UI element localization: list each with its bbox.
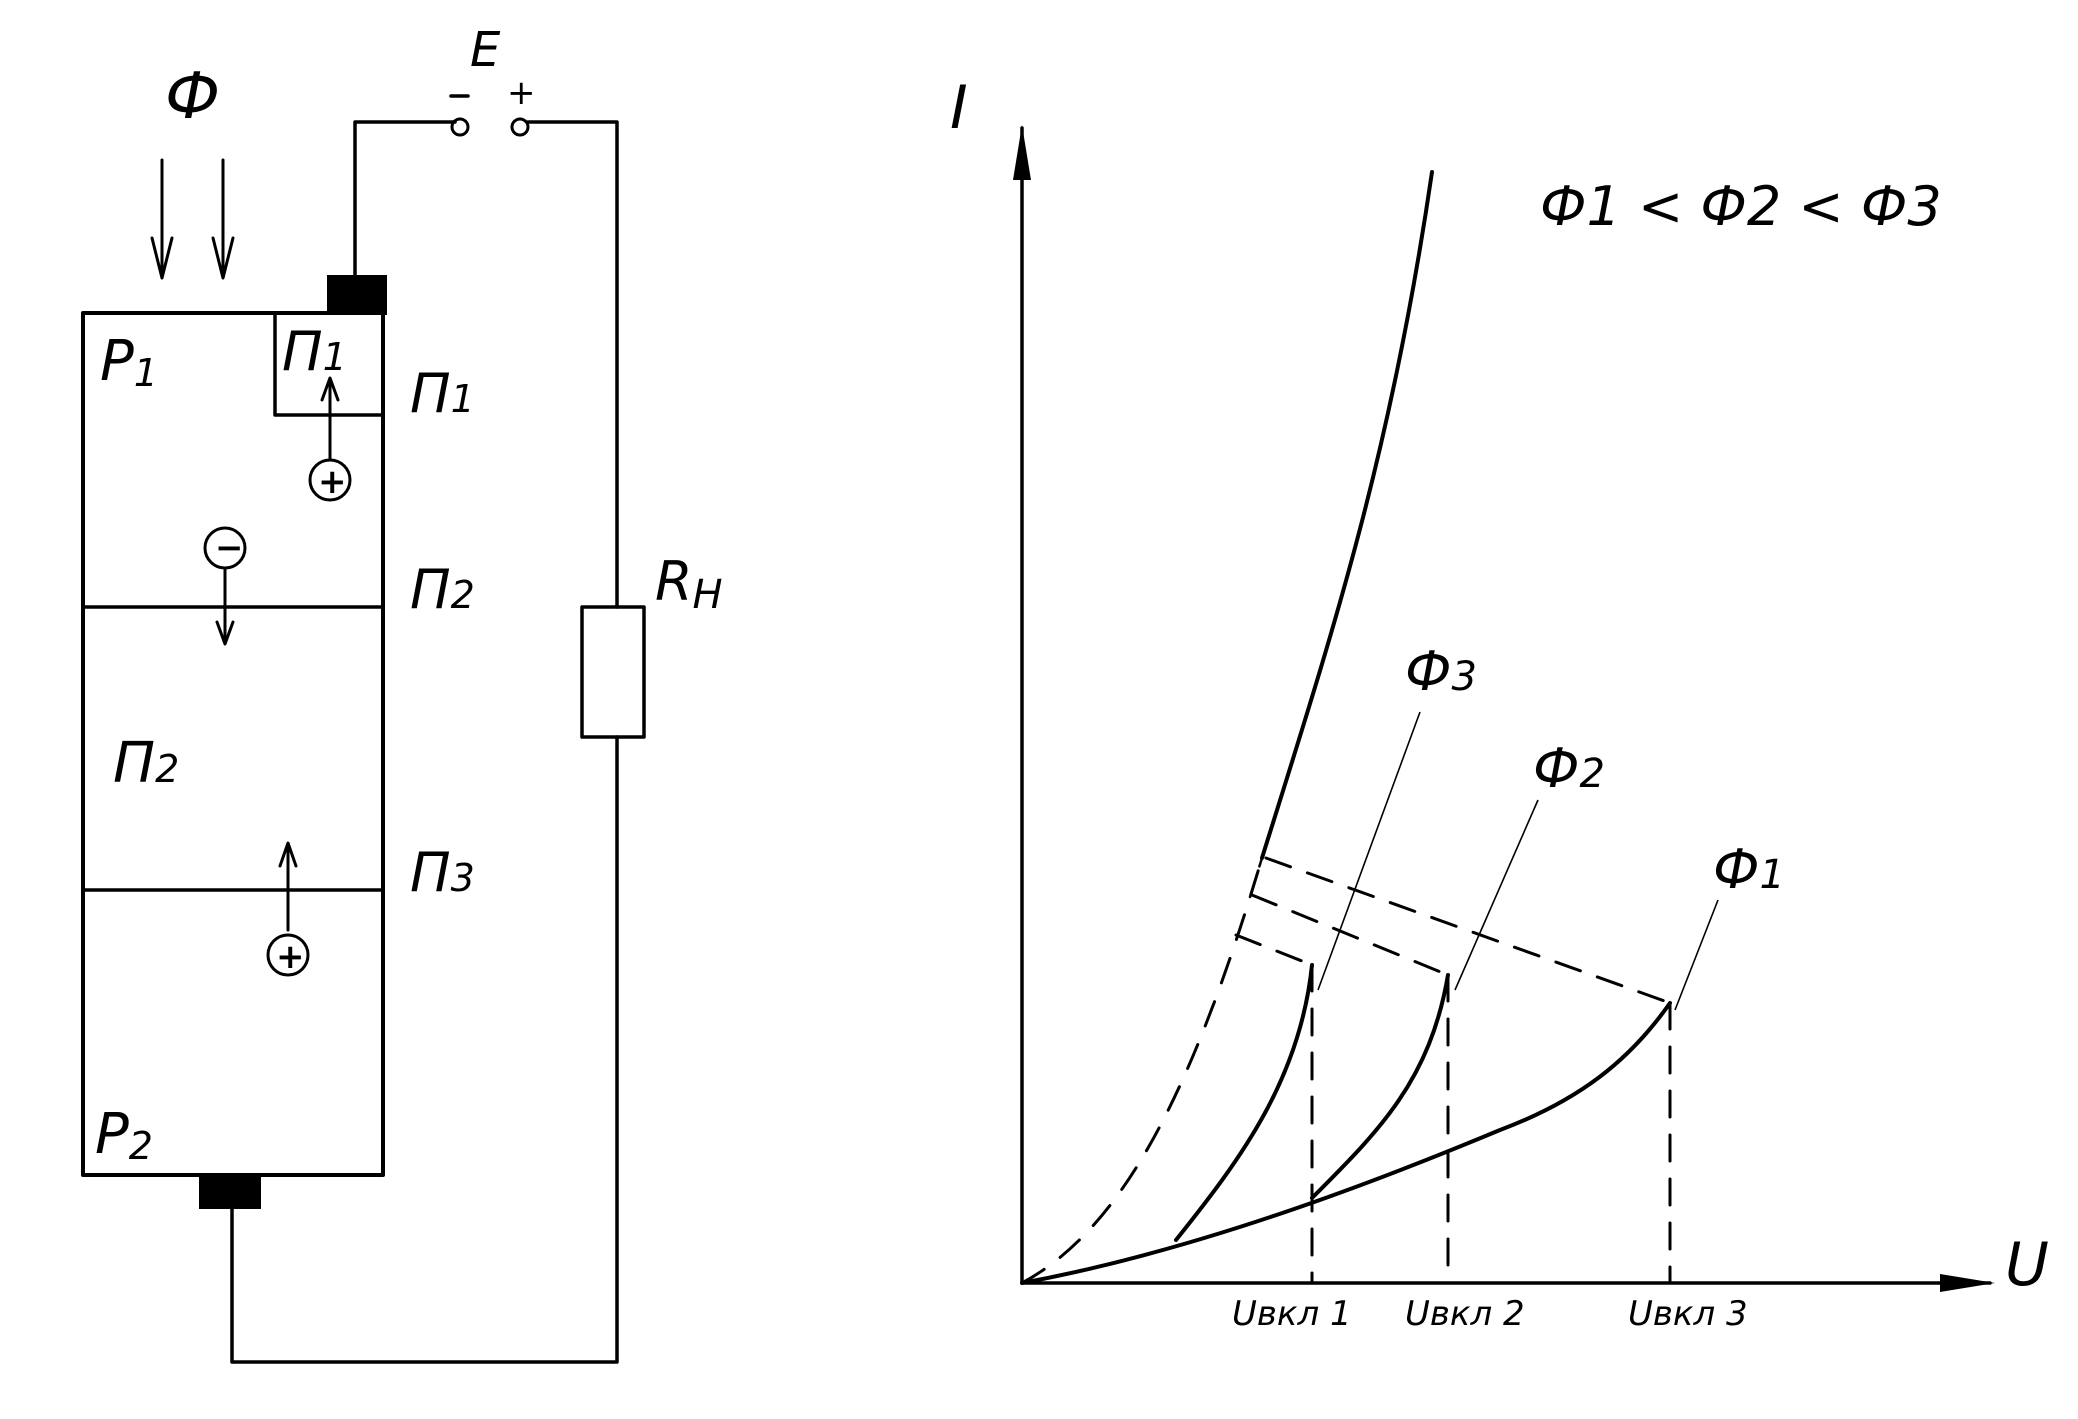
tick-label-u3: Uвкл 3 <box>1628 1294 1748 1334</box>
source-label: E <box>470 22 501 78</box>
curve-phi1 <box>1020 1001 1672 1285</box>
tick-label-u2: Uвкл 2 <box>1405 1294 1525 1334</box>
transition-dashed-1 <box>1264 856 1672 1005</box>
curve-label-phi3: Ф3 <box>1405 640 1477 703</box>
on-state-curve <box>1260 170 1434 860</box>
region-label-p2: P2 <box>95 1102 153 1168</box>
flux-label: Ф <box>165 60 220 134</box>
curve-label-phi2: Ф2 <box>1533 737 1605 800</box>
on-state-dashed-extension <box>1020 856 1264 1285</box>
curve-label-phi1: Ф1 <box>1713 838 1785 901</box>
wire-bottom <box>230 735 619 1364</box>
iv-graph: I U Ф1 < Ф2 < Ф3 Ф3 Ф2 Ф1 Uвкл 1 U <box>950 73 2049 1334</box>
y-axis <box>1013 125 1031 1285</box>
svg-text:+: + <box>318 462 347 502</box>
y-axis-label: I <box>950 73 968 143</box>
tick-label-u1: Uвкл 1 <box>1232 1294 1352 1334</box>
junction-label-1: П1 <box>410 362 475 425</box>
load-label: RН <box>655 550 723 618</box>
flux-arrow-2 <box>211 158 235 280</box>
hole-carrier-bottom: + <box>266 841 310 977</box>
leader-phi3 <box>1317 711 1421 991</box>
x-axis-label: U <box>2005 1230 2049 1300</box>
transition-dashed-4 <box>1248 856 1264 899</box>
junction-label-2: П2 <box>410 558 475 621</box>
region-label-p1: P1 <box>100 329 158 395</box>
hole-carrier-top: + <box>308 376 352 502</box>
transition-dashed-3 <box>1234 933 1314 967</box>
electron-carrier: − <box>203 526 247 646</box>
bottom-contact <box>199 1173 261 1209</box>
region-label-n2: П2 <box>113 731 179 796</box>
leader-phi2 <box>1454 799 1539 991</box>
source-terminal-minus <box>450 117 470 137</box>
junction-label-3: П3 <box>410 841 475 904</box>
wire-top <box>353 120 457 277</box>
circuit-diagram: Ф + E RН P1 П1 <box>81 22 723 1364</box>
flux-condition: Ф1 < Ф2 < Ф3 <box>1540 175 1942 238</box>
svg-text:−: − <box>215 528 244 568</box>
curve-phi3 <box>1174 963 1314 1242</box>
region-label-n1: П1 <box>282 320 347 383</box>
source-terminal-plus <box>510 117 530 137</box>
top-contact <box>327 275 387 315</box>
leader-phi1 <box>1674 899 1719 1011</box>
wire-right <box>526 120 619 609</box>
transition-dashed-2 <box>1250 893 1450 977</box>
flux-arrow-1 <box>150 158 174 280</box>
load-resistor <box>580 605 646 739</box>
plus-sign: + <box>507 73 536 113</box>
x-axis <box>1020 1274 1995 1292</box>
svg-text:+: + <box>276 937 305 977</box>
curve-phi2 <box>1310 973 1450 1200</box>
